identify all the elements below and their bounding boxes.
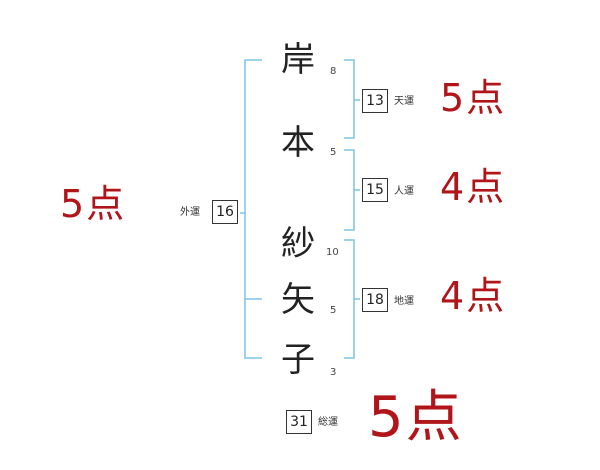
stroke-count-5: 3 [330, 367, 337, 378]
so-un-score: 5点 [368, 385, 464, 450]
name-char-4: 矢 [281, 280, 315, 320]
name-char-1: 岸 [281, 40, 315, 80]
chi-un-label: 地運 [394, 296, 414, 307]
ten-bracket [344, 59, 355, 139]
gai-un-value: 16 [212, 200, 238, 224]
name-char-3: 紗 [281, 224, 315, 264]
chi-un-score: 4点 [440, 274, 507, 318]
chi-bracket [344, 239, 355, 359]
stroke-count-2: 5 [330, 147, 337, 158]
gai-un-score: 5点 [60, 182, 127, 226]
jin-un-score: 4点 [440, 165, 507, 209]
jin-un-value: 15 [362, 178, 388, 202]
name-char-2: 本 [281, 123, 315, 163]
chi-un-value: 18 [362, 288, 388, 312]
ten-un-value: 13 [362, 89, 388, 113]
ten-un-score: 5点 [440, 76, 507, 120]
outer-bracket [244, 59, 262, 359]
stroke-count-1: 8 [330, 66, 337, 77]
so-un-label: 総運 [318, 417, 338, 428]
stroke-count-3: 10 [326, 247, 339, 258]
gai-un-label: 外運 [180, 207, 200, 218]
jin-un-label: 人運 [394, 186, 414, 197]
ten-un-label: 天運 [394, 96, 414, 107]
so-un-value: 31 [286, 410, 312, 434]
name-char-5: 子 [281, 340, 315, 380]
stroke-count-4: 5 [330, 305, 337, 316]
jin-bracket [344, 149, 355, 231]
